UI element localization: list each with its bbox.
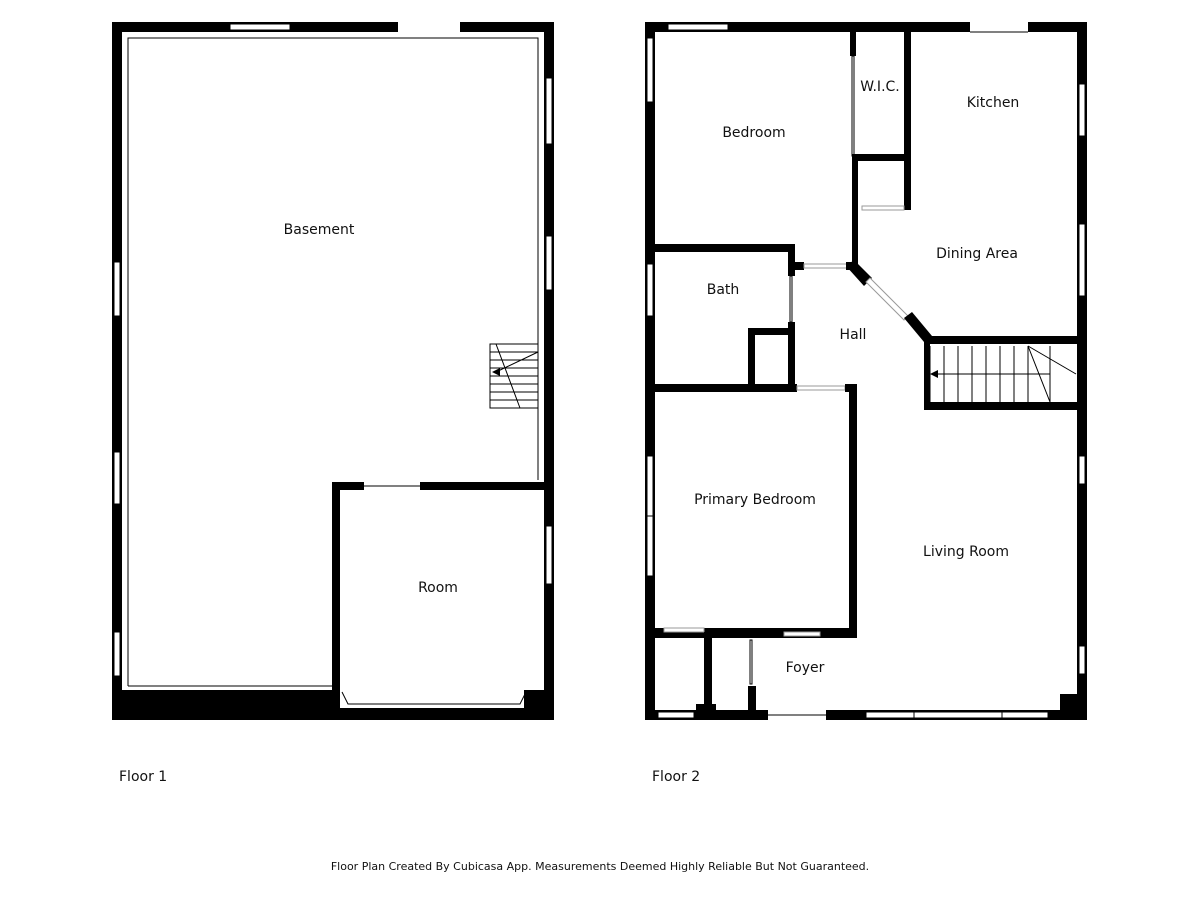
hall-diagonal-door xyxy=(865,277,909,321)
floor-2-window xyxy=(1078,455,1086,485)
bath-closet-left-wall xyxy=(748,328,755,388)
floor-1-wall-top xyxy=(112,22,554,32)
room-wall-top xyxy=(332,482,548,490)
room-label-primary-bedroom: Primary Bedroom xyxy=(694,492,816,508)
floor-2-window xyxy=(646,263,654,317)
bath-door xyxy=(789,275,793,323)
basement-inner-outline xyxy=(127,37,539,686)
floor-1-stairs xyxy=(489,343,539,409)
floor-1-wall-right xyxy=(544,22,554,720)
foyer-coat-door xyxy=(749,639,753,685)
floor-2-window xyxy=(646,455,654,517)
primary-bedroom-bottom-wall xyxy=(655,628,857,638)
closet-door xyxy=(861,205,905,211)
bedroom-bottom-wall xyxy=(655,244,795,252)
room-label-living-room: Living Room xyxy=(923,544,1009,560)
room-label-foyer: Foyer xyxy=(786,660,825,676)
floor-1-window xyxy=(113,631,121,677)
floor-2-window xyxy=(913,711,1003,719)
bath-right-wall xyxy=(788,244,795,276)
room-label-kitchen: Kitchen xyxy=(967,95,1020,111)
floor-1-label: Floor 1 xyxy=(119,769,167,785)
floor-2-wall-top xyxy=(645,22,1087,32)
floor-2-top-gap xyxy=(970,22,1028,32)
foyer-left-wall xyxy=(748,686,756,716)
bath-closet-top-wall xyxy=(748,328,794,335)
floor-2-wall-left xyxy=(645,22,655,720)
primary-bedroom-door xyxy=(796,385,846,391)
primary-bedroom-closet-door xyxy=(663,627,705,633)
floor-1-wall-left xyxy=(112,22,122,720)
floor-1-window xyxy=(113,261,121,317)
stairs-top-wall xyxy=(924,336,1082,344)
hall-diagonal-wall-bottom xyxy=(904,312,932,342)
floor-1-window xyxy=(545,525,553,585)
room-label-hall: Hall xyxy=(840,327,867,343)
floor-1-plan: Basement Room xyxy=(112,22,554,720)
primary-bedroom-right-wall xyxy=(849,384,857,638)
floor-2-corner-fill xyxy=(1060,694,1087,720)
room-wall-left xyxy=(332,482,340,708)
floor-2-window xyxy=(1078,83,1086,137)
wic-right-wall xyxy=(904,32,911,210)
floor-1-window xyxy=(545,77,553,145)
floor-2-window xyxy=(1078,223,1086,297)
footer-disclaimer: Floor Plan Created By Cubicasa App. Meas… xyxy=(330,860,870,873)
stairs-bottom-wall xyxy=(924,402,1082,410)
hall-top-wall-left xyxy=(788,262,804,270)
foyer-closet-wall xyxy=(704,632,712,716)
floor-1-top-door-gap xyxy=(398,22,460,32)
floor-1-window xyxy=(229,23,291,31)
room-label-room: Room xyxy=(418,580,458,596)
floor-2-window xyxy=(1001,711,1049,719)
primary-bedroom-top-wall xyxy=(655,384,797,392)
floor-2-window xyxy=(865,711,915,719)
floor-2-wall-right xyxy=(1077,22,1087,720)
hall-top-door xyxy=(803,263,849,269)
bedroom-wic-wall xyxy=(850,32,856,56)
floor-2-window xyxy=(646,515,654,577)
floor-2-stairs xyxy=(929,345,1077,403)
wic-door xyxy=(851,55,855,157)
room-label-basement: Basement xyxy=(284,222,355,238)
room-label-bedroom: Bedroom xyxy=(722,125,785,141)
hall-diagonal-wall-top xyxy=(846,260,872,286)
floor-2-window xyxy=(1078,645,1086,675)
floor-1-corner-fill xyxy=(524,690,554,720)
floor-2-window xyxy=(657,711,695,719)
bath-right-wall-lower xyxy=(788,322,795,388)
floor-1-window xyxy=(545,235,553,291)
wic-bottom-wall xyxy=(852,154,910,161)
room-inner-outline xyxy=(341,691,527,705)
room-label-bath: Bath xyxy=(707,282,740,298)
floor-2-window xyxy=(646,37,654,103)
closet-bottom-wall xyxy=(852,204,858,210)
foyer-closet-bottom xyxy=(696,704,716,716)
room-label-wic: W.I.C. xyxy=(860,79,900,95)
floor-1-wall-bottom-left-thick xyxy=(112,690,334,720)
floor-2-label: Floor 2 xyxy=(652,769,700,785)
floor-2-plan: Bedroom W.I.C. Kitchen Dining Area Bath … xyxy=(645,22,1087,720)
floor-2-window xyxy=(667,23,729,31)
floor-1-window xyxy=(113,451,121,505)
foyer-door xyxy=(783,631,821,637)
stairs-left-wall xyxy=(924,336,930,410)
room-label-dining-area: Dining Area xyxy=(936,246,1018,262)
